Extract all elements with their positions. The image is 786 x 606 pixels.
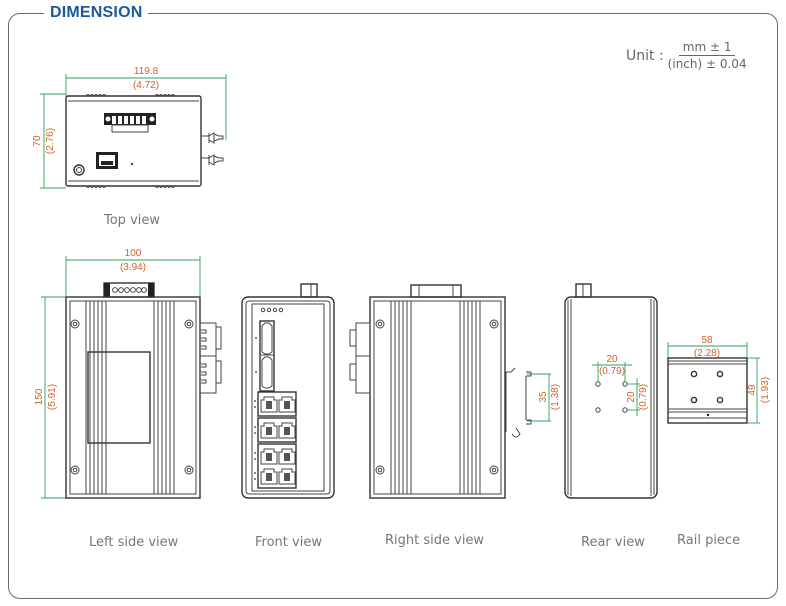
rj45-pins <box>266 401 272 409</box>
left-width-in: (3.94) <box>120 262 146 273</box>
rj45-port-icon <box>278 396 296 413</box>
fiber-connector-icon <box>349 322 371 394</box>
rj45-port-icon <box>260 422 278 439</box>
front-view <box>241 283 335 499</box>
rail-holes <box>690 370 724 404</box>
rj45-pins <box>266 427 272 435</box>
port-block <box>257 417 297 443</box>
fin-pattern <box>85 94 176 97</box>
rail-mm: 35 <box>538 391 549 403</box>
front-panel <box>251 303 325 492</box>
port-led <box>254 432 256 434</box>
inner-edge <box>69 300 197 495</box>
caption-rear-view: Rear view <box>581 535 645 550</box>
port-led <box>254 472 256 474</box>
terminal-side <box>300 283 318 298</box>
right-side-view: 35 (1.38) <box>349 284 561 499</box>
mount-holes <box>595 381 628 413</box>
rear-body <box>564 296 658 499</box>
sfp-port-icon <box>259 320 275 392</box>
rj45-port-icon <box>278 448 296 465</box>
label-plate <box>87 351 151 444</box>
rear-view: 20 (0.79) 20 (0.79) <box>564 283 658 499</box>
port-led <box>254 400 256 402</box>
rj45-pins <box>266 453 272 461</box>
caption-rail-piece: Rail piece <box>677 533 741 548</box>
rail-piece: 58 (2.28) 49 (1.93) <box>667 335 771 424</box>
port-block <box>257 391 297 417</box>
left-height-mm: 150 <box>34 388 45 405</box>
caption-right-side-view: Right side view <box>385 533 485 548</box>
rj45-pins <box>284 453 290 461</box>
heat-fins <box>390 301 481 494</box>
rj45-port-icon <box>260 396 278 413</box>
top-width-mm: 119.8 <box>134 66 159 77</box>
fin-pattern <box>85 185 176 188</box>
screw-icons <box>375 319 499 475</box>
terminal-base <box>111 124 149 133</box>
rj45-pins <box>284 401 290 409</box>
top-view: 119.8 (4.72) 70 (2.76) <box>32 66 227 189</box>
rear-h-mm: 20 <box>606 354 618 365</box>
unit-label: Unit : <box>626 47 664 64</box>
rear-v-in: (0.79) <box>638 384 649 410</box>
rear-h-in: (0.79) <box>599 366 625 377</box>
left-side-view: 100 (3.94) 150 (5.91) <box>34 248 222 499</box>
top-height-mm: 70 <box>32 135 43 147</box>
left-height-in: (5.91) <box>47 384 58 410</box>
inner-edge <box>245 300 331 495</box>
left-body <box>65 296 201 499</box>
heat-fins <box>85 301 175 494</box>
rail-width-in: (2.28) <box>694 348 720 359</box>
port-led <box>254 406 256 408</box>
top-height-in: (2.76) <box>45 128 56 154</box>
top-body <box>65 95 202 187</box>
reset-hole <box>130 162 134 166</box>
caption-front-view: Front view <box>255 535 322 550</box>
port-led <box>254 426 256 428</box>
din-clip-icon <box>505 367 532 438</box>
section-title: DIMENSION <box>44 4 149 22</box>
led-indicators <box>260 307 284 313</box>
rj45-port-icon <box>278 422 296 439</box>
inner-edge <box>373 300 502 495</box>
caption-top-view: Top view <box>104 213 161 228</box>
top-width-in: (4.72) <box>133 80 159 91</box>
port-led <box>254 478 256 480</box>
left-width-mm: 100 <box>125 248 142 259</box>
screw-icons <box>70 319 194 475</box>
rj45-pins <box>284 427 290 435</box>
fiber-connector-icon <box>201 132 224 166</box>
sfp-ports <box>255 320 275 392</box>
screw-inner <box>76 167 82 173</box>
rj45-pins <box>284 473 290 481</box>
port-led <box>254 452 256 454</box>
unit-fraction: mm ± 1 (inch) ± 0.04 <box>668 40 747 71</box>
right-body <box>369 296 506 499</box>
caption-left-side-view: Left side view <box>89 535 179 550</box>
rj45-port-icon <box>278 468 296 485</box>
rear-v-mm: 20 <box>626 391 637 403</box>
unit-denominator: (inch) ± 0.04 <box>667 57 747 71</box>
rj45-pins <box>266 473 272 481</box>
unit-legend: Unit : mm ± 1 (inch) ± 0.04 <box>626 40 747 71</box>
rail-height-mm: 49 <box>747 384 758 396</box>
rail-in: (1.38) <box>550 384 561 410</box>
rj45-port-icon <box>260 448 278 465</box>
unit-numerator: mm ± 1 <box>678 40 736 56</box>
rj45-ports <box>254 391 297 489</box>
rj45-port-icon <box>260 468 278 485</box>
rail-width-mm: 58 <box>701 335 713 346</box>
rail-body <box>667 357 748 424</box>
port-block <box>257 443 297 489</box>
ground-screw-icon <box>73 164 85 176</box>
dimension-frame <box>8 13 778 599</box>
port-led <box>254 458 256 460</box>
rail-height-in: (1.93) <box>760 377 771 403</box>
fiber-connector-icon <box>199 322 222 394</box>
front-body <box>241 296 335 499</box>
